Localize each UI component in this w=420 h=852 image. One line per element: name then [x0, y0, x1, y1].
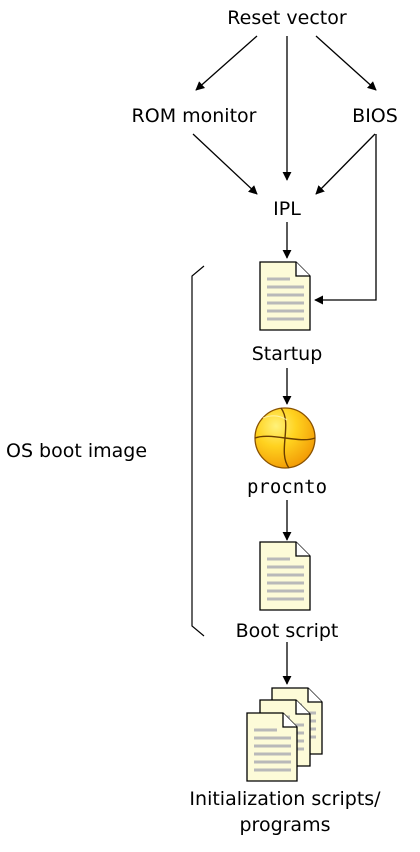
arrow-rom-to-ipl — [192, 133, 258, 195]
startup-label: Startup — [251, 343, 323, 365]
init-scripts-label-line1: Initialization scripts/ — [189, 788, 381, 810]
connectors — [192, 35, 377, 685]
arrow-bios-to-ipl — [315, 133, 376, 195]
boot-script-document-icon — [259, 541, 311, 611]
bios-label: BIOS — [352, 105, 398, 127]
arrow-bios-to-startup — [314, 134, 377, 305]
boot-script-label: Boot script — [235, 620, 339, 642]
procnto-globe-icon — [254, 407, 316, 469]
reset-vector-label: Reset vector — [227, 7, 347, 29]
os-boot-image-label: OS boot image — [6, 440, 148, 462]
arrow-reset-to-bios — [315, 35, 377, 91]
rom-monitor-label: ROM monitor — [131, 105, 257, 127]
os-boot-image-bracket — [191, 265, 205, 637]
startup-document-icon — [259, 261, 311, 331]
ipl-label: IPL — [273, 198, 301, 220]
init-stacked-documents-icon — [246, 687, 323, 782]
arrow-reset-to-rom — [195, 35, 258, 91]
procnto-label: procnto — [246, 476, 328, 498]
init-scripts-label-line2: programs — [239, 814, 331, 836]
